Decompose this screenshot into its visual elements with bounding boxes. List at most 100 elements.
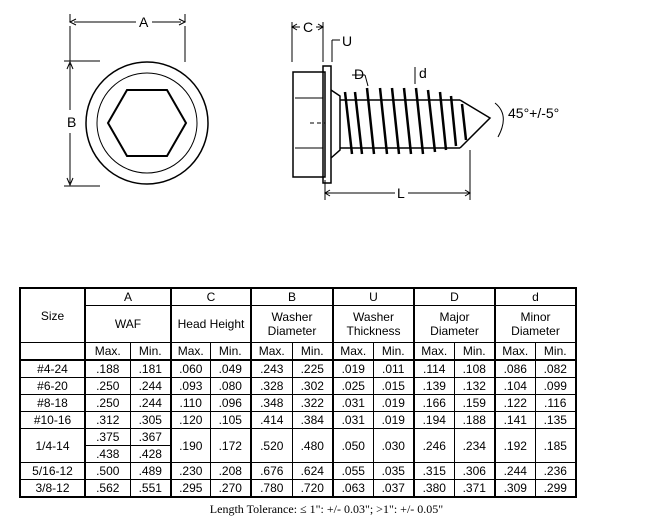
value-cell: .035 xyxy=(372,462,415,480)
label-d-upper: D xyxy=(354,66,364,82)
table-row: #10-16 .312 .305 .120 .105 .414 .384 .03… xyxy=(19,411,577,429)
value-cell: .080 xyxy=(209,377,252,395)
column-name: Washer Diameter xyxy=(250,305,334,343)
value-cell: .328 xyxy=(250,377,293,395)
value-cell: .780 xyxy=(250,479,293,498)
value-cell: .371 xyxy=(453,479,496,498)
value-cell: .243 xyxy=(250,359,293,378)
value-cell: .428 xyxy=(129,445,172,463)
value-cell: .093 xyxy=(170,377,211,395)
max-label: Max. xyxy=(250,342,293,361)
value-cell: .159 xyxy=(453,394,496,412)
max-label: Max. xyxy=(413,342,455,361)
value-cell: .116 xyxy=(534,394,577,412)
size-cell: #8-18 xyxy=(19,394,86,412)
value-cell: .105 xyxy=(209,411,252,429)
value-cell: .132 xyxy=(453,377,496,395)
value-cell: .720 xyxy=(291,479,334,498)
value-cell: .244 xyxy=(494,462,536,480)
size-header: Size xyxy=(19,287,86,343)
group-header: C xyxy=(170,287,252,306)
value-cell: .030 xyxy=(372,428,415,463)
table-row: #6-20 .250 .244 .093 .080 .328 .302 .025… xyxy=(19,377,577,395)
value-cell: .230 xyxy=(170,462,211,480)
value-cell: .380 xyxy=(413,479,455,498)
group-header: U xyxy=(332,287,415,306)
value-cell: .244 xyxy=(129,394,172,412)
min-label: Min. xyxy=(129,342,172,361)
value-cell: .315 xyxy=(413,462,455,480)
size-cell: 3/8-12 xyxy=(19,479,86,498)
size-cell: #4-24 xyxy=(19,359,86,378)
value-cell: .500 xyxy=(84,462,131,480)
value-cell: .019 xyxy=(372,411,415,429)
spec-table: Size A C B U D d WAF Head Height Washer … xyxy=(19,287,577,498)
value-cell: .063 xyxy=(332,479,374,498)
min-label: Min. xyxy=(453,342,496,361)
value-cell: .348 xyxy=(250,394,293,412)
value-cell: .086 xyxy=(494,359,536,378)
angle-label: 45°+/-5° xyxy=(508,105,559,121)
value-cell: .520 xyxy=(250,428,293,463)
value-cell: .060 xyxy=(170,359,211,378)
value-cell: .234 xyxy=(453,428,496,463)
size-cell: #6-20 xyxy=(19,377,86,395)
column-name: Head Height xyxy=(170,305,252,343)
label-u: U xyxy=(342,33,352,49)
table-row: 3/8-12 .562 .551 .295 .270 .780 .720 .06… xyxy=(19,479,577,498)
min-label: Min. xyxy=(534,342,577,361)
value-cell: .188 xyxy=(453,411,496,429)
value-cell: .208 xyxy=(209,462,252,480)
value-cell: .031 xyxy=(332,411,374,429)
column-name: WAF xyxy=(84,305,172,343)
column-name: Minor Diameter xyxy=(494,305,577,343)
value-cell: .192 xyxy=(494,428,536,463)
group-header: A xyxy=(84,287,172,306)
value-cell: .019 xyxy=(372,394,415,412)
value-cell: .225 xyxy=(291,359,334,378)
value-cell: .122 xyxy=(494,394,536,412)
value-cell: .250 xyxy=(84,394,131,412)
value-cell: .194 xyxy=(413,411,455,429)
value-cell: .551 xyxy=(129,479,172,498)
max-label: Max. xyxy=(84,342,131,361)
value-cell: .489 xyxy=(129,462,172,480)
value-cell: .135 xyxy=(534,411,577,429)
label-c: C xyxy=(303,19,313,35)
label-d-lower: d xyxy=(419,65,427,81)
value-cell: .031 xyxy=(332,394,374,412)
table-row: 5/16-12 .500 .489 .230 .208 .676 .624 .0… xyxy=(19,462,577,480)
value-cell: .367 xyxy=(129,428,172,446)
length-tolerance-note: Length Tolerance: ≤ 1": +/- 0.03"; >1": … xyxy=(209,502,444,516)
value-cell: .305 xyxy=(129,411,172,429)
column-name: Washer Thickness xyxy=(332,305,415,343)
value-cell: .099 xyxy=(534,377,577,395)
value-cell: .114 xyxy=(413,359,455,378)
value-cell: .108 xyxy=(453,359,496,378)
table-row: #4-24 .188 .181 .060 .049 .243 .225 .019… xyxy=(19,359,577,378)
size-cell: 1/4-14 xyxy=(19,428,86,463)
value-cell: .172 xyxy=(209,428,252,463)
max-label: Max. xyxy=(332,342,374,361)
value-cell: .676 xyxy=(250,462,293,480)
blank-cell xyxy=(19,342,86,361)
max-label: Max. xyxy=(494,342,536,361)
value-cell: .299 xyxy=(534,479,577,498)
column-name: Major Diameter xyxy=(413,305,496,343)
value-cell: .050 xyxy=(332,428,374,463)
label-b: B xyxy=(67,114,76,130)
value-cell: .312 xyxy=(84,411,131,429)
value-cell: .139 xyxy=(413,377,455,395)
value-cell: .236 xyxy=(534,462,577,480)
max-label: Max. xyxy=(170,342,211,361)
min-label: Min. xyxy=(372,342,415,361)
value-cell: .011 xyxy=(372,359,415,378)
table-row: 1/4-14 .375 .367 .190 .172 .520 .480 .05… xyxy=(19,428,577,463)
value-cell: .414 xyxy=(250,411,293,429)
value-cell: .104 xyxy=(494,377,536,395)
group-header: D xyxy=(413,287,496,306)
value-cell: .166 xyxy=(413,394,455,412)
value-cell: .624 xyxy=(291,462,334,480)
value-cell: .306 xyxy=(453,462,496,480)
size-cell: 5/16-12 xyxy=(19,462,86,480)
